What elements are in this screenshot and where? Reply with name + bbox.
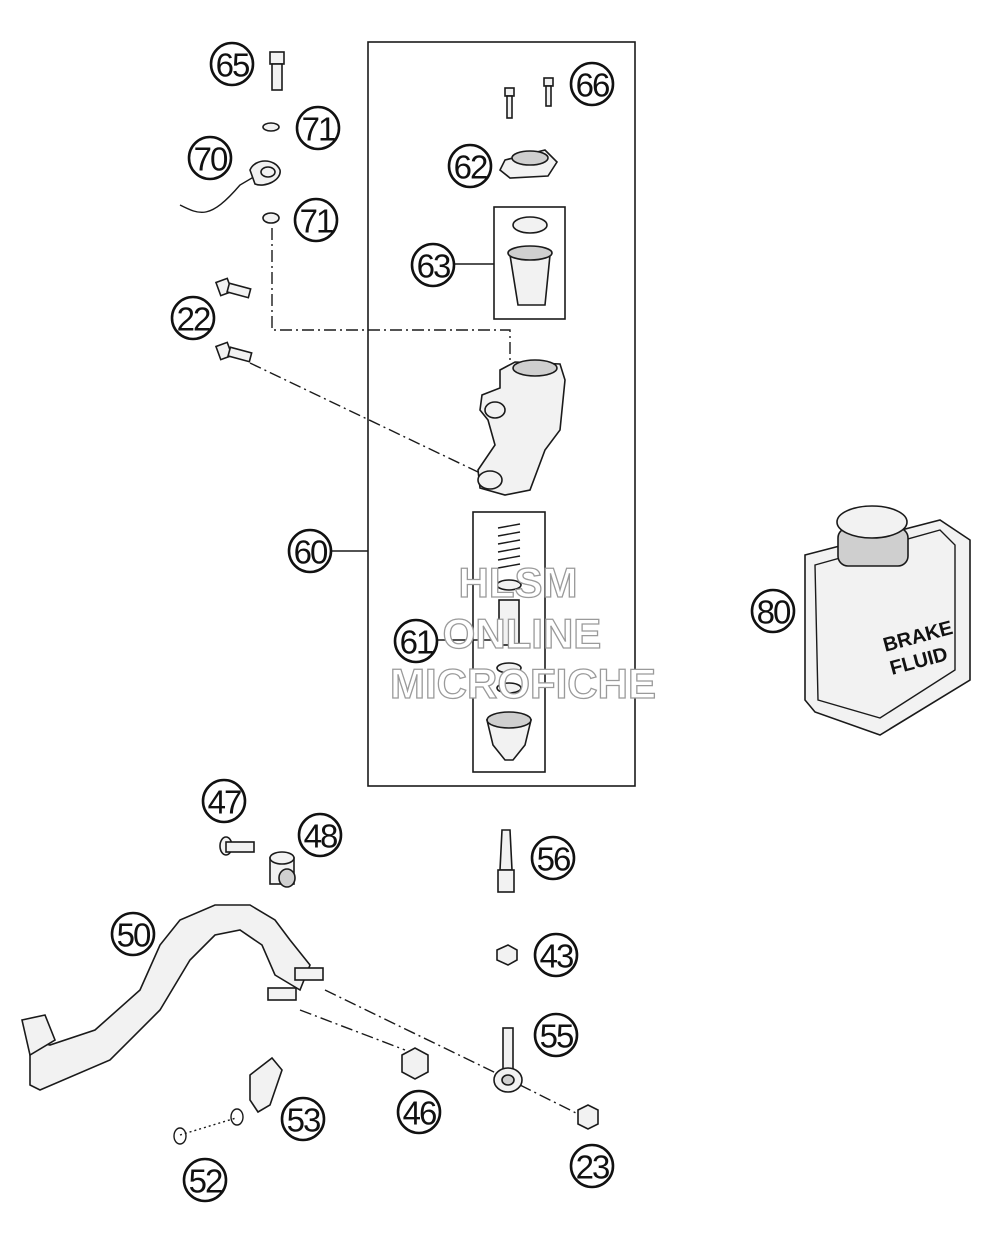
brake-fluid-bottle-part	[804, 505, 971, 736]
svg-text:48: 48	[304, 818, 337, 855]
master-cylinder-body-part	[477, 359, 566, 496]
pedal-rod-dash-line	[324, 989, 501, 1076]
svg-text:65: 65	[216, 47, 249, 84]
watermark: HLSM ONLINE MICROFICHE	[389, 558, 656, 707]
callout-23: 23	[569, 1143, 615, 1189]
seal-kit-frame	[493, 206, 566, 320]
svg-text:66: 66	[576, 67, 609, 104]
callout-50: 50	[110, 911, 156, 957]
watermark-line2: ONLINE	[443, 610, 602, 657]
callout-71-lower: 71	[293, 197, 339, 243]
mounting-bolt-part-upper	[214, 277, 252, 299]
callout-55: 55	[533, 1012, 579, 1058]
svg-text:43: 43	[540, 938, 573, 975]
master-cylinder-assembly-frame	[367, 41, 636, 787]
callout-60: 60	[287, 528, 333, 574]
sealing-washer-part-lower	[262, 212, 280, 224]
callout-43: 43	[533, 932, 579, 978]
banjo-bolt-part	[269, 51, 285, 91]
svg-text:80: 80	[757, 594, 791, 631]
callout-71-upper: 71	[295, 105, 341, 151]
svg-text:60: 60	[294, 534, 328, 571]
svg-text:46: 46	[403, 1095, 436, 1132]
collar-nut-part	[401, 1047, 429, 1080]
spring-plate-part	[249, 1056, 283, 1114]
reservoir-seal-kit-part	[507, 216, 553, 306]
sealing-washer-part-upper	[262, 122, 280, 132]
callout-56: 56	[530, 835, 576, 881]
svg-text:23: 23	[576, 1149, 609, 1186]
svg-text:70: 70	[194, 141, 228, 178]
svg-text:71: 71	[302, 111, 335, 148]
callout-62: 62	[447, 143, 493, 189]
callout-65: 65	[209, 41, 255, 87]
svg-text:61: 61	[400, 624, 433, 661]
eye-nut-dash-line	[519, 1084, 581, 1116]
callout-61: 61	[393, 618, 439, 664]
callout-53: 53	[280, 1096, 326, 1142]
push-rod-eye-part	[493, 1027, 523, 1093]
callout-47: 47	[201, 778, 247, 824]
callout-63: 63	[410, 242, 456, 288]
bolt-22-leader-line	[249, 362, 479, 473]
callout-70: 70	[187, 135, 233, 181]
hose-leader-line	[271, 228, 511, 360]
callout-52: 52	[182, 1157, 228, 1203]
callout-48: 48	[297, 812, 343, 858]
callout-22: 22	[170, 295, 216, 341]
hex-nut-part-43	[496, 944, 518, 966]
callout-66: 66	[569, 61, 615, 107]
bleeder-screw-part	[497, 829, 515, 893]
svg-text:52: 52	[189, 1163, 222, 1200]
callout-80: 80	[750, 588, 796, 634]
svg-text:62: 62	[454, 149, 487, 186]
watermark-line3: MICROFICHE	[390, 660, 656, 707]
svg-text:47: 47	[208, 784, 241, 821]
reservoir-cap-part	[498, 149, 559, 179]
svg-text:22: 22	[177, 301, 210, 338]
svg-text:55: 55	[540, 1018, 573, 1055]
piston-kit-part	[485, 523, 533, 761]
mounting-bolt-part-lower	[214, 341, 253, 363]
pedal-axle-dash-line	[299, 1009, 406, 1051]
piston-kit-frame	[472, 511, 546, 773]
svg-text:53: 53	[287, 1102, 320, 1139]
brake-pedal-part	[21, 904, 324, 1091]
callout-46: 46	[396, 1089, 442, 1135]
return-spring-part	[173, 1108, 244, 1145]
watermark-line1: HLSM	[459, 559, 578, 606]
svg-text:56: 56	[537, 841, 570, 878]
cover-screw-part-left	[504, 87, 515, 119]
hex-nut-part-23	[577, 1104, 599, 1130]
cover-screw-part-right	[543, 77, 554, 107]
brake-hose-part	[179, 160, 281, 213]
svg-text:71: 71	[300, 203, 333, 240]
svg-text:50: 50	[117, 917, 151, 954]
bushing-part	[269, 851, 296, 888]
svg-text:63: 63	[417, 248, 450, 285]
pivot-pin-part	[219, 836, 255, 856]
